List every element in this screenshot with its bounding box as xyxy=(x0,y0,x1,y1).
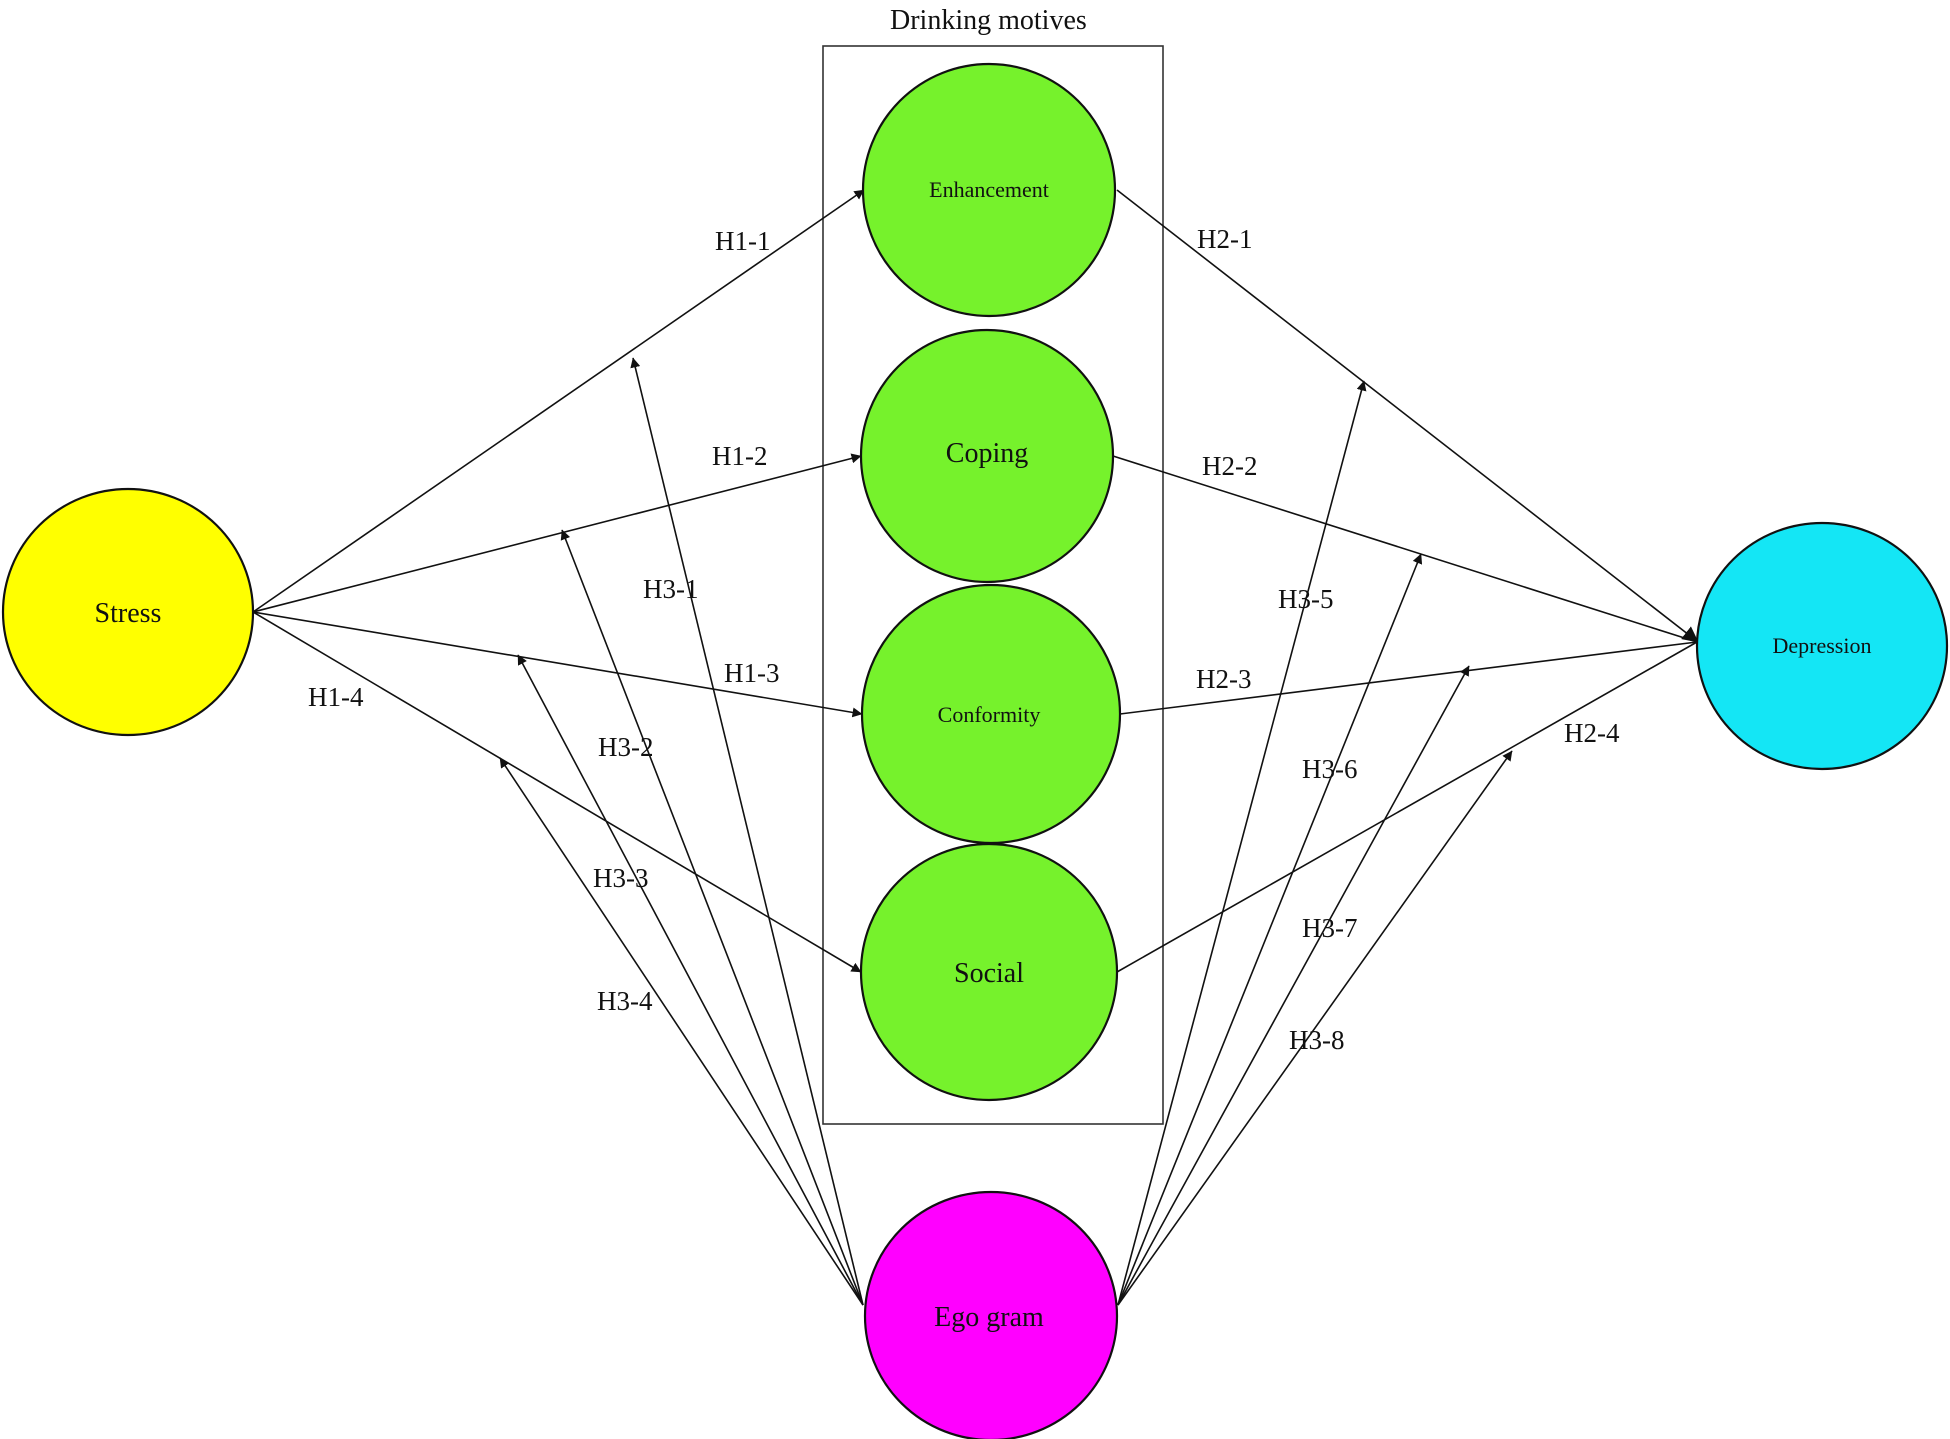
node-egogram: Ego gram xyxy=(863,1190,1119,1439)
node-enhancement: Enhancement xyxy=(861,62,1117,318)
label-h2-4: H2-4 xyxy=(1564,718,1620,748)
drinking-motives-box xyxy=(822,45,1164,1125)
node-conformity: Conformity xyxy=(860,583,1122,845)
edge-h3-5 xyxy=(1117,380,1367,1306)
node-depression: Depression xyxy=(1695,521,1949,771)
social-circle xyxy=(859,842,1119,1102)
label-h3-1: H3-1 xyxy=(643,574,699,604)
label-h3-8: H3-8 xyxy=(1289,1025,1345,1055)
depression-circle xyxy=(1695,521,1949,771)
edge-h3-7 xyxy=(1117,665,1470,1306)
label-h2-3: H2-3 xyxy=(1196,664,1252,694)
coping-circle xyxy=(859,328,1115,584)
edge-h3-4 xyxy=(499,757,864,1306)
h2-paths xyxy=(1112,189,1699,973)
label-h3-7: H3-7 xyxy=(1302,913,1358,943)
social-label: Social xyxy=(954,958,1024,989)
node-coping: Coping xyxy=(859,328,1115,584)
enhancement-label: Enhancement xyxy=(929,177,1049,202)
enhancement-circle xyxy=(861,62,1117,318)
edge-h1-3 xyxy=(252,611,863,718)
label-h1-1: H1-1 xyxy=(715,226,771,256)
edge-h3-3 xyxy=(517,654,864,1306)
edge-h3-6 xyxy=(1117,553,1423,1306)
egogram-label: Ego gram xyxy=(934,1302,1044,1333)
coping-label: Coping xyxy=(946,438,1028,469)
drinking-motives-title: Drinking motives xyxy=(890,5,1087,36)
edge-h3-2 xyxy=(560,529,864,1306)
edge-h3-8 xyxy=(1117,750,1513,1306)
edge-h1-4 xyxy=(252,611,862,973)
h3-right-paths xyxy=(1117,380,1513,1306)
edge-h2-1 xyxy=(1116,189,1699,643)
depression-label: Depression xyxy=(1773,633,1872,658)
edge-h2-4 xyxy=(1116,641,1698,973)
node-stress: Stress xyxy=(1,487,255,737)
label-h3-5: H3-5 xyxy=(1278,584,1334,614)
edge-h2-2 xyxy=(1112,455,1698,643)
h1-paths xyxy=(252,189,865,973)
drinking-motives-group: Drinking motives xyxy=(822,5,1164,1125)
stress-circle xyxy=(1,487,255,737)
label-h3-3: H3-3 xyxy=(593,863,649,893)
label-h3-2: H3-2 xyxy=(598,732,654,762)
label-h3-6: H3-6 xyxy=(1302,754,1358,784)
label-h2-1: H2-1 xyxy=(1197,224,1253,254)
label-h2-2: H2-2 xyxy=(1202,451,1258,481)
stress-label: Stress xyxy=(95,598,162,629)
label-h1-2: H1-2 xyxy=(712,441,768,471)
egogram-circle xyxy=(863,1190,1119,1439)
node-social: Social xyxy=(859,842,1119,1102)
edge-labels: H1-1 H1-2 H1-3 H1-4 H2-1 H2-2 H2-3 H2-4 … xyxy=(308,224,1620,1055)
edge-h1-1 xyxy=(252,189,865,613)
label-h1-4: H1-4 xyxy=(308,682,364,712)
h3-left-paths xyxy=(499,357,864,1306)
label-h3-4: H3-4 xyxy=(597,986,653,1016)
conformity-label: Conformity xyxy=(938,702,1041,727)
edge-h1-2 xyxy=(252,453,862,613)
label-h1-3: H1-3 xyxy=(724,658,780,688)
edge-h2-3 xyxy=(1119,641,1698,715)
edge-h3-1 xyxy=(630,357,864,1306)
